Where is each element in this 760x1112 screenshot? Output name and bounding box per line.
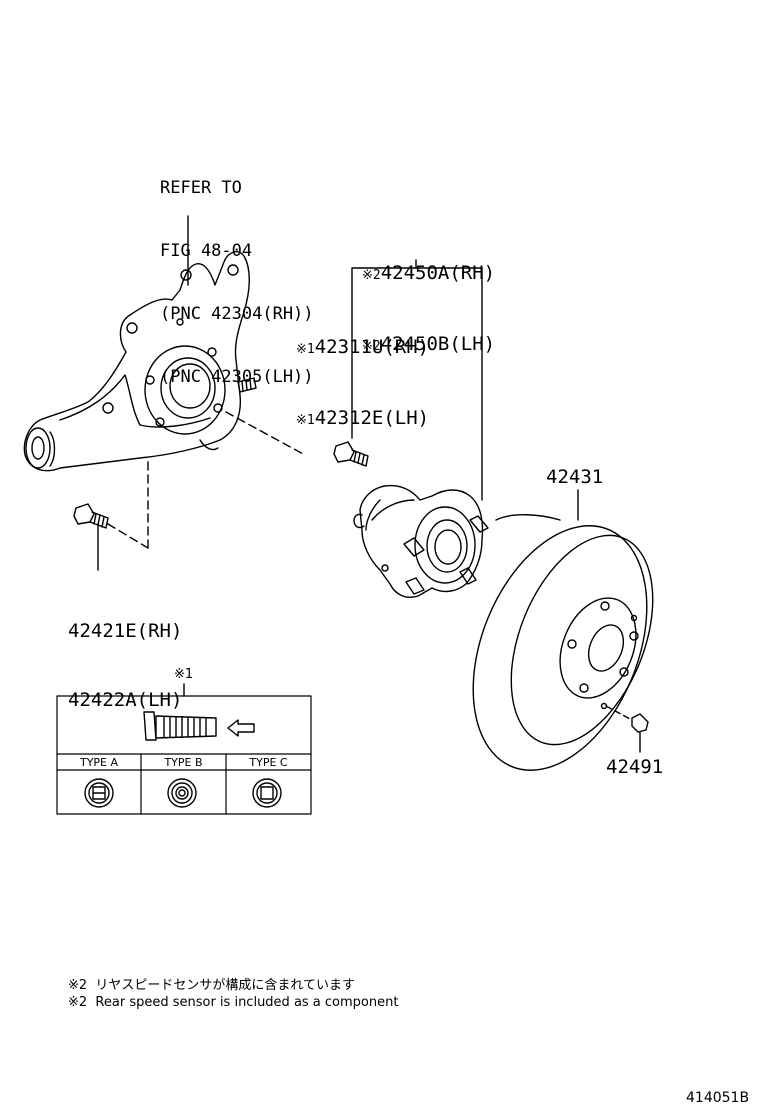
bolt-rh-mark: ※1 — [296, 342, 315, 357]
bolt-rh-part: 42311U(RH) — [314, 336, 430, 358]
hub-label: ※242450A(RH) ※242450B(LH) — [362, 216, 495, 381]
disc-drawing — [472, 514, 654, 771]
inset-frame — [56, 695, 312, 815]
knuckle-bolt-label: 42421E(RH) 42422A(LH) — [68, 574, 182, 735]
refer-line-2: FIG 48-04 — [160, 241, 253, 261]
refer-line-1: REFER TO — [160, 178, 242, 198]
plug-drawing — [631, 713, 649, 733]
inset-arrow-icon — [227, 719, 255, 737]
plug-part-label: 42491 — [606, 756, 664, 778]
knuckle-bolt-rh-part: 42421E(RH) — [68, 620, 183, 642]
note-japanese: ※2 リヤスピードセンサが構成に含まれています — [68, 978, 356, 993]
hub-rh-part: 42450A(RH) — [380, 262, 496, 284]
hub-drawing — [353, 484, 489, 598]
bolt-axis-diagonal — [107, 523, 149, 549]
disc-part-label: 42431 — [546, 466, 604, 488]
inset-title: ※1 — [174, 667, 194, 682]
knuckle-bolt-lh-part: 42422A(LH) — [68, 689, 183, 711]
type-a-head-icon — [84, 778, 114, 808]
hub-rh-mark: ※2 — [362, 268, 381, 283]
type-c-label: TYPE C — [249, 756, 288, 769]
type-c-head-icon — [252, 778, 282, 808]
refer-line-3: (PNC 42304(RH)) — [160, 304, 314, 324]
refer-line-4: (PNC 42305(LH)) — [160, 367, 314, 387]
type-b-head-icon — [167, 778, 197, 808]
hub-bolt-drawing — [333, 441, 369, 467]
knuckle-bolt-drawing — [73, 503, 109, 529]
hub-bracket — [351, 267, 483, 501]
knuckle-drawing — [23, 251, 257, 472]
knuckle-axis — [225, 411, 306, 456]
bolt-lh-part: 42312E(LH) — [314, 407, 430, 429]
hub-lh-part: 42450B(LH) — [380, 333, 496, 355]
plug-axis — [605, 705, 633, 721]
refer-label: REFER TO FIG 48-04 (PNC 42304(RH)) (PNC … — [160, 136, 314, 409]
bolt-lh-mark: ※1 — [296, 413, 315, 428]
inset-stud-drawing — [143, 711, 255, 741]
hub-bolt-label: ※142311U(RH) ※142312E(LH) — [296, 290, 429, 455]
figure-id: 414051B — [686, 1090, 750, 1106]
hub-lh-mark: ※2 — [362, 339, 381, 354]
type-b-label: TYPE B — [164, 756, 203, 769]
type-a-label: TYPE A — [79, 756, 119, 769]
note-english: ※2 Rear speed sensor is included as a co… — [68, 995, 399, 1010]
